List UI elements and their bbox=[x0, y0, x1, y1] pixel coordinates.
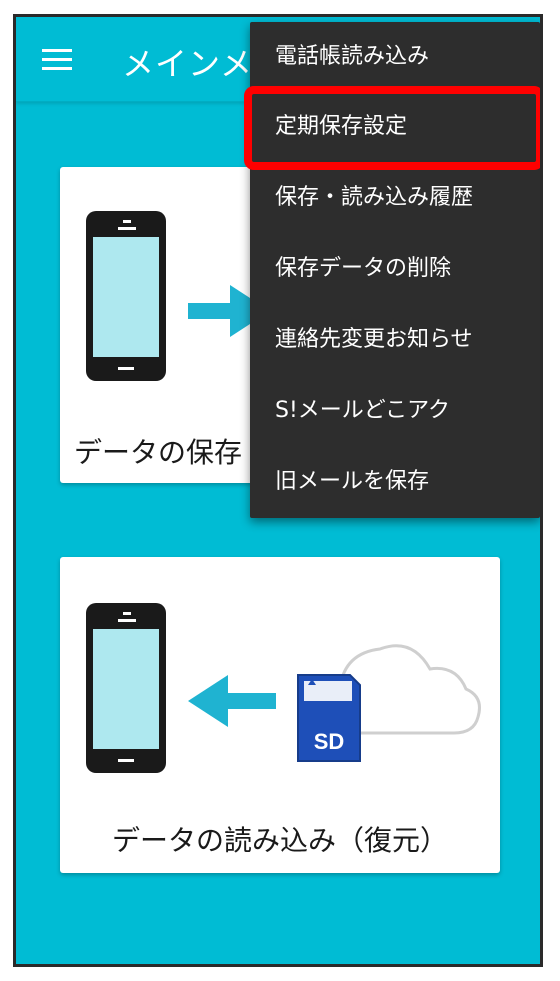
menu-item-smail-dokoaku[interactable]: S!メールどこアク bbox=[275, 398, 451, 423]
hamburger-menu-icon[interactable] bbox=[42, 49, 72, 71]
menu-item-import-contacts[interactable]: 電話帳読み込み bbox=[275, 44, 430, 69]
restore-data-label: データの読み込み（復元） bbox=[111, 824, 448, 857]
sd-label: SD bbox=[314, 729, 345, 754]
device-screen: メインメニュー データの保存（バックアップ） bbox=[13, 14, 543, 967]
sd-card-icon: SD bbox=[297, 674, 361, 762]
menu-item-history[interactable]: 保存・読み込み履歴 bbox=[275, 185, 474, 210]
menu-item-scheduled-backup[interactable]: 定期保存設定 bbox=[275, 114, 408, 139]
overflow-menu: 電話帳読み込み 定期保存設定 保存・読み込み履歴 保存データの削除 連絡先変更お… bbox=[250, 22, 540, 518]
smartphone-icon bbox=[86, 211, 166, 381]
smartphone-icon bbox=[86, 603, 166, 773]
menu-item-save-old-mail[interactable]: 旧メールを保存 bbox=[275, 469, 430, 494]
menu-item-delete-saved-data[interactable]: 保存データの削除 bbox=[275, 256, 452, 281]
storage-to-phone-illustration: SD bbox=[86, 603, 481, 773]
phone-to-storage-illustration bbox=[86, 211, 270, 381]
restore-data-card[interactable]: SD データの読み込み（復元） bbox=[60, 557, 500, 873]
menu-item-contact-change-notice[interactable]: 連絡先変更お知らせ bbox=[275, 327, 473, 352]
arrow-left-icon bbox=[188, 675, 276, 727]
